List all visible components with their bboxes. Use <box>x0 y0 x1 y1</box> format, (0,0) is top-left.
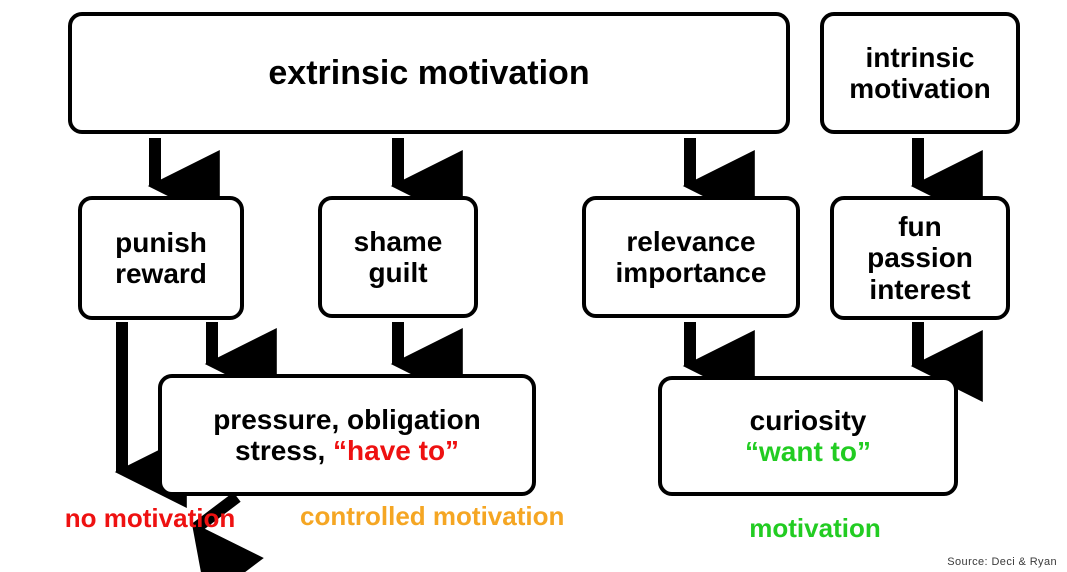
box-extrinsic-line1: extrinsic motivation <box>268 53 590 92</box>
label-controlled-motivation-line2: motivation <box>432 501 565 531</box>
box-relevance-line1: relevance <box>626 225 756 257</box>
box-punish-reward[interactable]: punish reward <box>78 196 244 320</box>
box-intrinsic-line2: motivation <box>849 73 991 104</box>
label-autonomous-motivation-line1: motivation <box>749 513 881 543</box>
box-punish-line2: reward <box>115 258 207 289</box>
label-controlled-motivation: controlled motivation <box>300 501 564 531</box>
box-relevance-line2: importance <box>615 257 767 288</box>
box-curiosity-line1: curiosity <box>749 404 867 436</box>
box-punish-line1: punish <box>115 226 207 258</box>
box-fun-line3: interest <box>869 273 971 305</box>
label-no-motivation-line1: no <box>64 503 97 533</box>
box-curiosity-want-to: “want to” <box>745 436 871 467</box>
box-pressure-have-to: “have to” <box>333 435 460 466</box>
box-shame-line2: guilt <box>368 257 428 288</box>
box-pressure-line2-black: stress, <box>234 435 334 466</box>
box-fun-passion-interest[interactable]: fun passion interest <box>830 196 1010 320</box>
label-controlled-motivation-line1: controlled <box>300 501 426 531</box>
source-attribution: Source: Deci & Ryan <box>947 556 1057 568</box>
box-fun-line1: fun <box>898 210 942 242</box>
box-fun-line2: passion <box>867 242 973 274</box>
box-curiosity[interactable]: curiosity “want to” <box>658 376 958 496</box>
box-intrinsic-line1: intrinsic <box>865 41 975 73</box>
box-pressure-line2: stress, “have to” <box>235 435 459 466</box>
box-intrinsic-motivation[interactable]: intrinsic motivation <box>820 12 1020 134</box>
box-pressure-line1: pressure, obligation <box>213 403 481 435</box>
box-extrinsic-motivation[interactable]: extrinsic motivation <box>68 12 790 134</box>
box-pressure-obligation[interactable]: pressure, obligation stress, “have to” <box>158 374 536 496</box>
box-relevance-importance[interactable]: relevance importance <box>582 196 800 318</box>
box-shame-line1: shame <box>353 225 443 257</box>
box-shame-guilt[interactable]: shame guilt <box>318 196 478 318</box>
label-no-motivation: no motivation <box>60 504 240 533</box>
label-autonomous-motivation: motivation <box>700 514 930 543</box>
label-no-motivation-line2: motivation <box>103 503 236 533</box>
